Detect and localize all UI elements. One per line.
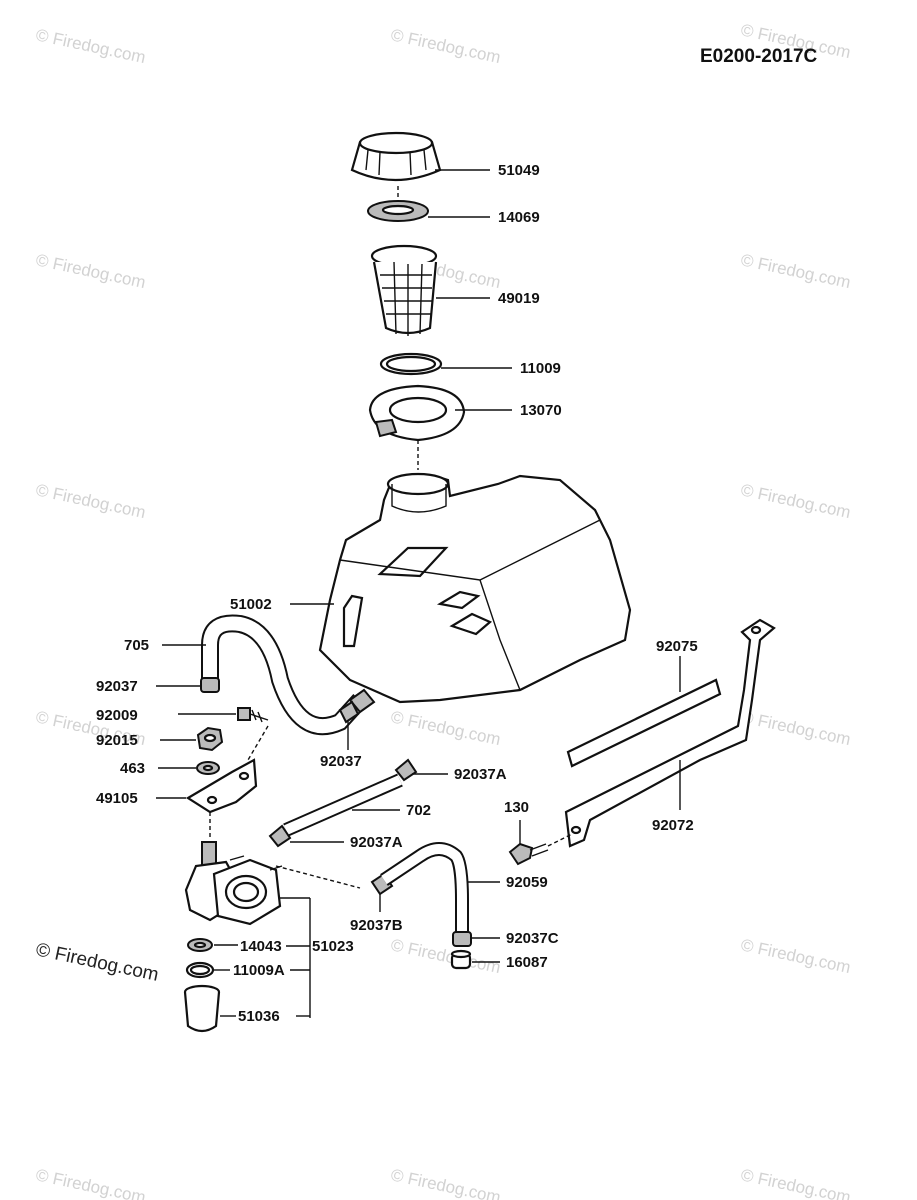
label-92037-b: 92037 (320, 753, 362, 770)
part-gasket-11009 (379, 352, 443, 376)
part-clamp-92037-left (200, 677, 220, 693)
label-92072: 92072 (652, 817, 694, 834)
label-51023: 51023 (312, 938, 354, 955)
part-fuel-cock-51023 (184, 841, 283, 926)
watermark: © Firedog.com (389, 707, 502, 749)
part-strainer (370, 244, 438, 336)
part-filler-cap (350, 131, 442, 182)
watermark: © Firedog.com (389, 1165, 502, 1200)
part-cup-51036 (183, 984, 221, 1033)
part-cap-16087 (450, 949, 472, 970)
label-14043: 14043 (240, 938, 282, 955)
part-band-92072 (564, 618, 776, 848)
part-bolt-130 (508, 842, 549, 866)
watermark: © Firedog.com (34, 480, 147, 522)
label-705: 705 (124, 637, 149, 654)
label-92009: 92009 (96, 707, 138, 724)
part-pipe-702 (283, 773, 403, 837)
label-130: 130 (504, 799, 529, 816)
part-fuel-hose-705 (201, 614, 367, 736)
part-clamp-92037A-top (394, 758, 418, 782)
label-13070: 13070 (520, 402, 562, 419)
part-clamp-92037A-lower (268, 824, 292, 848)
part-clamp-92037-right (338, 688, 376, 724)
label-51036: 51036 (238, 1008, 280, 1025)
watermark: © Firedog.com (739, 707, 852, 749)
watermark: © Firedog.com (34, 1165, 147, 1200)
label-702: 702 (406, 802, 431, 819)
part-nut-92015 (196, 726, 224, 752)
watermark: © Firedog.com (389, 935, 502, 977)
label-16087: 16087 (506, 954, 548, 971)
label-92075: 92075 (656, 638, 698, 655)
label-463: 463 (120, 760, 145, 777)
label-11009A: 11009A (233, 962, 285, 979)
part-screw-92009 (237, 707, 269, 723)
label-92037A-2: 92037A (350, 834, 403, 851)
diagram-code: E0200-2017C (700, 46, 818, 67)
watermark: © Firedog.com (739, 935, 852, 977)
label-11009: 11009 (520, 360, 561, 377)
label-92037A-1: 92037A (454, 766, 507, 783)
watermark: © Firedog.com (34, 250, 147, 292)
part-washer-463 (196, 761, 220, 775)
watermark: © Firedog.com (739, 480, 852, 522)
label-92059: 92059 (506, 874, 548, 891)
label-49105: 49105 (96, 790, 138, 807)
label-14069: 14069 (498, 209, 540, 226)
watermark: © Firedog.com (389, 25, 502, 67)
watermark: © Firedog.com (739, 1165, 852, 1200)
label-51049: 51049 (498, 162, 540, 179)
part-fuel-tank (318, 472, 632, 704)
part-gasket (367, 200, 429, 222)
part-filler-ring (368, 384, 466, 442)
watermark: © Firedog.com (34, 25, 147, 67)
label-92037: 92037 (96, 678, 138, 695)
part-clamp-92037C (452, 931, 472, 947)
watermark-dark: © Firedog.com (34, 939, 161, 986)
part-hose-92059 (380, 842, 469, 940)
label-92037C: 92037C (506, 930, 559, 947)
part-gasket-11009A (185, 961, 215, 979)
label-49019: 49019 (498, 290, 540, 307)
label-92015: 92015 (96, 732, 138, 749)
label-51002: 51002 (230, 596, 272, 613)
part-washer-14043 (187, 938, 213, 952)
label-92037B: 92037B (350, 917, 403, 934)
part-pad-92075 (566, 678, 722, 768)
watermark: © Firedog.com (739, 250, 852, 292)
